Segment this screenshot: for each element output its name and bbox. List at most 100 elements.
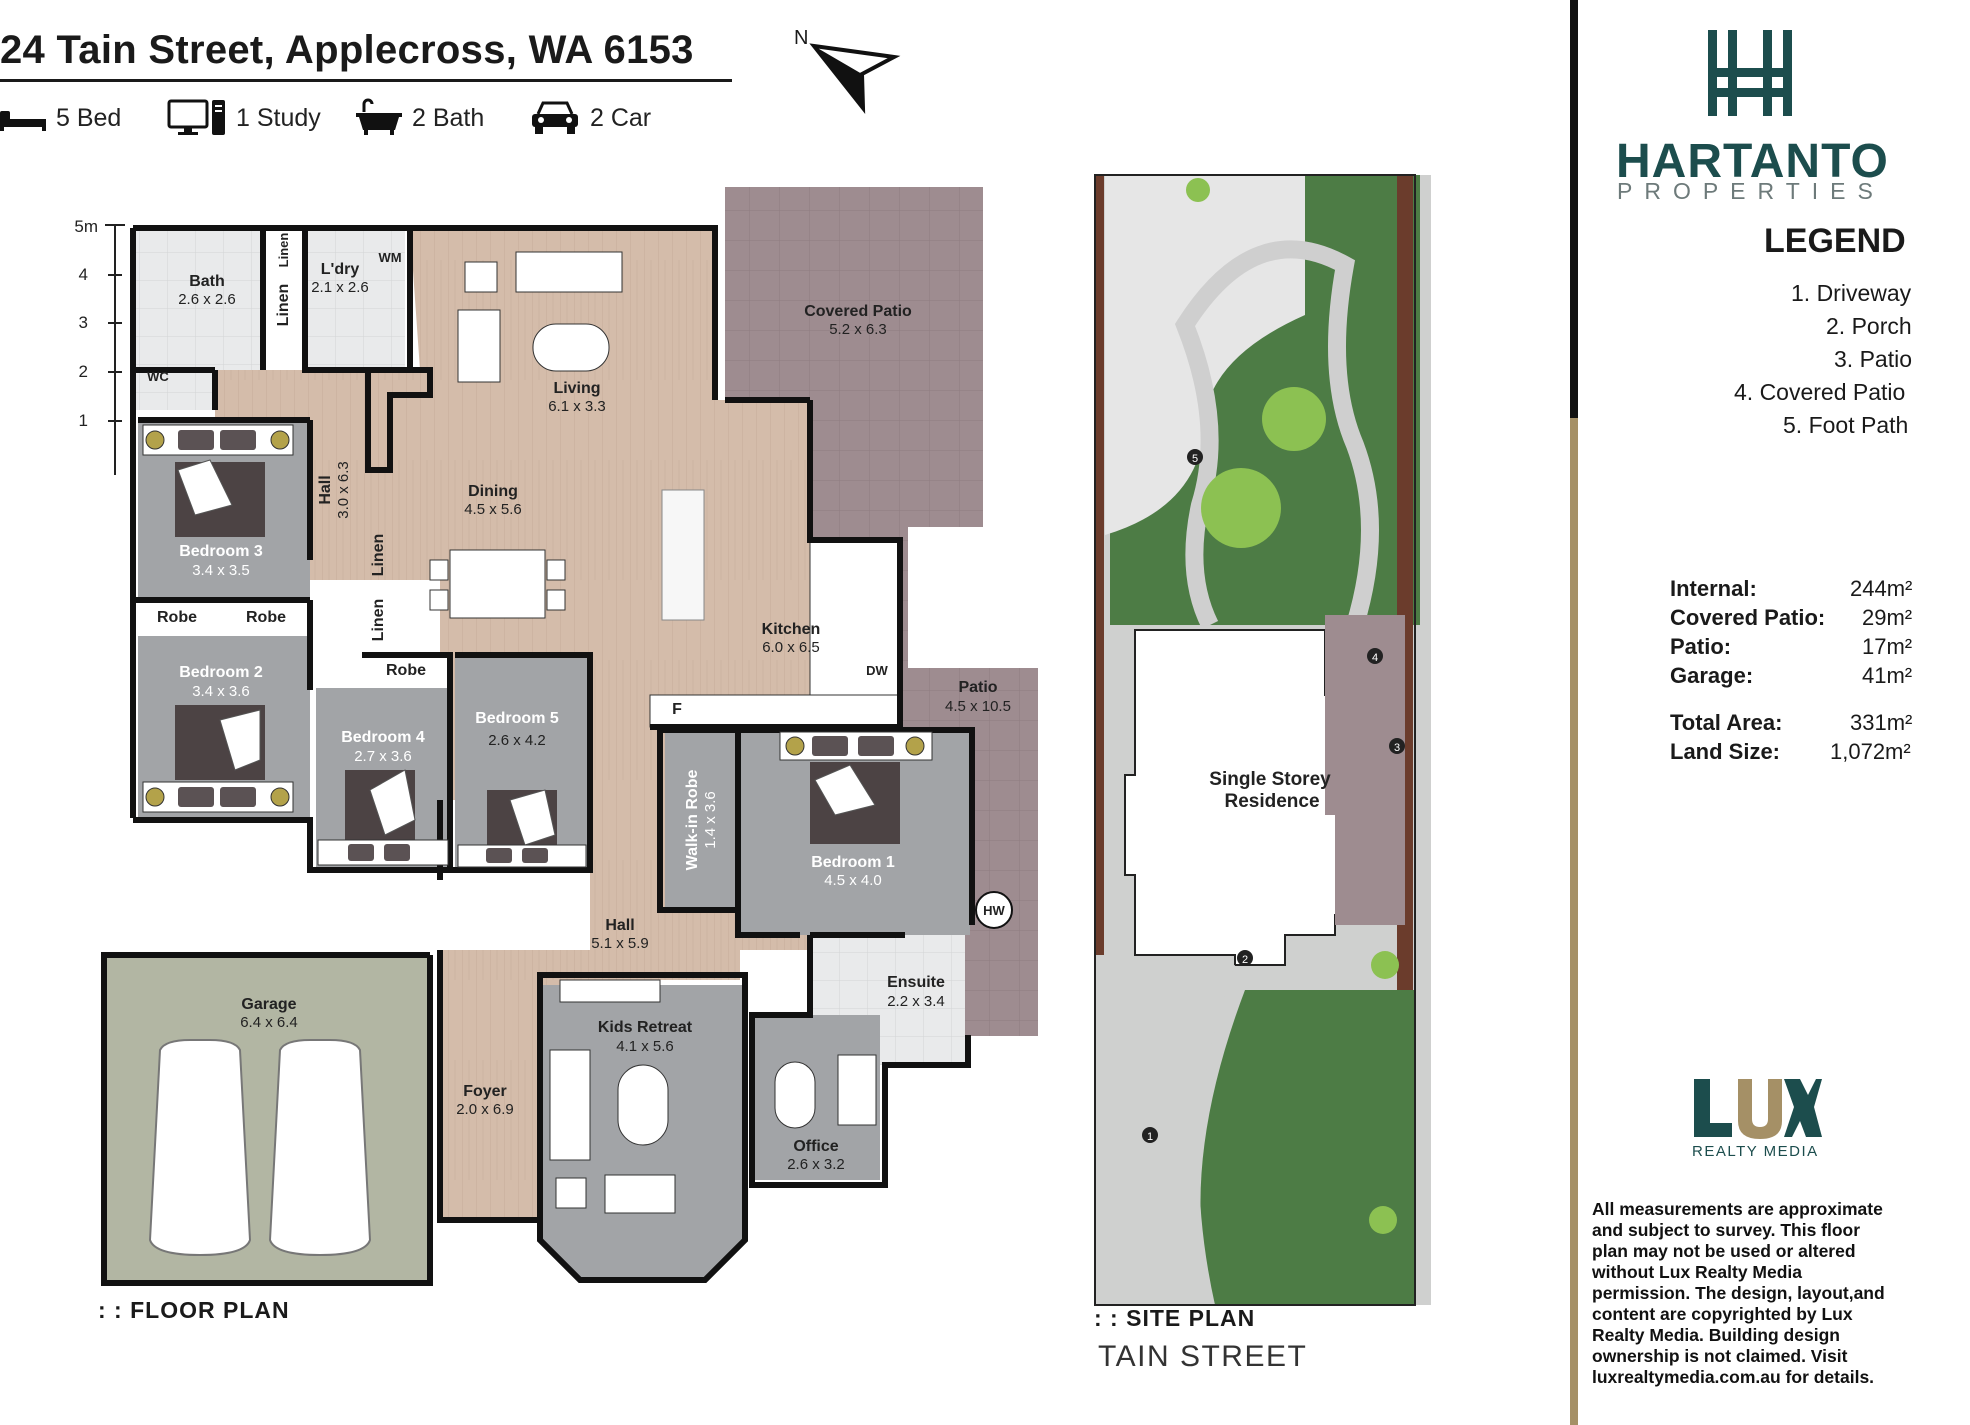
site-street-name: TAIN STREET (1098, 1340, 1308, 1373)
area-key: Covered Patio: (1670, 605, 1826, 630)
feature-car: 2 Car (530, 98, 651, 138)
disclaimer-line: content are copyrighted by Lux (1592, 1304, 1853, 1324)
room-name: Robe (157, 609, 197, 626)
room-dims: 2.2 x 3.4 (887, 993, 945, 1010)
compass-icon (809, 43, 901, 114)
room-name: Garage (241, 996, 296, 1013)
feature-label: 2 Bath (412, 103, 485, 132)
room-dims: 4.5 x 5.6 (464, 501, 522, 518)
room-name: Kids Retreat (598, 1019, 693, 1036)
room-dims: 6.1 x 3.3 (548, 398, 606, 415)
feature-label: 5 Bed (56, 103, 122, 132)
legend-title: LEGEND (1764, 222, 1906, 260)
feature-label: 2 Car (590, 103, 652, 132)
room-name: Robe (246, 609, 286, 626)
feature-label: 1 Study (236, 103, 321, 132)
scale-mark: 1 (79, 411, 88, 430)
address-underline (0, 79, 732, 82)
room-dims: 6.0 x 6.5 (762, 639, 820, 656)
area-key: Total Area: (1670, 710, 1783, 735)
area-value: 41m² (1862, 663, 1913, 688)
room-dims: 2.1 x 2.6 (311, 279, 369, 296)
site-marker: 2 (1242, 954, 1248, 966)
scale-mark: 4 (79, 265, 88, 284)
disclaimer-line: Realty Media. Building design (1592, 1325, 1840, 1345)
room-name: Dining (468, 483, 518, 500)
area-value: 331m² (1850, 710, 1913, 735)
walls (101, 225, 975, 1286)
room-name: Kitchen (762, 621, 821, 638)
feature-bath: 2 Bath (356, 98, 484, 138)
laundry-area (305, 228, 405, 370)
room-name: HW (983, 903, 1005, 918)
legend-item: 4. Covered Patio (1734, 379, 1906, 405)
site-marker: 1 (1147, 1131, 1153, 1143)
room-dims: 4.5 x 10.5 (945, 698, 1011, 715)
lux-subtitle: REALTY MEDIA (1692, 1143, 1819, 1160)
legend-item: 2. Porch (1826, 313, 1912, 339)
legend-item: 3. Patio (1834, 346, 1912, 372)
wir-area (665, 730, 735, 912)
area-key: Land Size: (1670, 739, 1781, 764)
room-name: Linen (370, 599, 387, 642)
area-value: 29m² (1862, 605, 1913, 630)
room-name: WM (378, 250, 401, 265)
room-name: Living (553, 380, 600, 397)
room-dims: 1.4 x 3.6 (702, 791, 719, 849)
car-outlines (148, 1039, 372, 1257)
room-dims: 4.1 x 5.6 (616, 1038, 674, 1055)
area-value: 1,072m² (1830, 739, 1911, 764)
area-row: Patio: 17m² (1670, 634, 1970, 662)
panel-divider (1570, 418, 1578, 1425)
residence-label: Single Storey (1209, 769, 1331, 790)
scale-bar: 5m 4 3 2 1 (74, 217, 125, 475)
room-dims: 2.6 x 3.2 (787, 1156, 845, 1173)
disclaimer-line: luxrealtymedia.com.au for details. (1592, 1367, 1875, 1387)
room-name: Foyer (463, 1083, 507, 1100)
room-name: Walk-in Robe (684, 770, 701, 871)
area-row: Internal: 244m² (1670, 576, 1970, 604)
room-dims: 3.0 x 6.3 (335, 461, 352, 519)
area-value: 244m² (1850, 576, 1913, 601)
room-dims: 5.2 x 6.3 (829, 321, 887, 338)
room-name: Hall (317, 475, 334, 504)
hot-water-unit (975, 891, 1013, 929)
disclaimer-line: All measurements are approximate (1592, 1199, 1883, 1219)
computer-icon (167, 99, 225, 135)
living-floor (310, 228, 900, 1220)
room-name: F (672, 701, 682, 718)
car-icon (532, 101, 578, 134)
area-row: Garage: 41m² (1670, 663, 1970, 691)
floor-plan-caption: : : FLOOR PLAN (98, 1297, 290, 1323)
room-dims: 4.5 x 4.0 (824, 872, 882, 889)
disclaimer-line: permission. The design, layout,and (1592, 1283, 1885, 1303)
disclaimer-line: without Lux Realty Media (1592, 1262, 1803, 1282)
disclaimer-line: and subject to survey. This floor (1592, 1220, 1861, 1240)
room-dims: 2.6 x 2.6 (178, 291, 236, 308)
room-name: Linen (276, 233, 291, 268)
bed-furniture (142, 424, 933, 868)
room-dims: 5.1 x 5.9 (591, 935, 649, 952)
hartanto-logo-icon (1708, 30, 1792, 116)
bath-area (133, 228, 263, 370)
room-name: Bedroom 5 (475, 710, 559, 727)
brand-name: HARTANTO (1616, 135, 1889, 188)
disclaimer-line: plan may not be used or altered (1592, 1241, 1856, 1261)
wc-area (133, 370, 215, 410)
panel-divider (1570, 0, 1578, 418)
area-row: Total Area: 331m² (1670, 710, 1970, 738)
area-row: Land Size: 1,072m² (1670, 739, 1970, 767)
site-plan-caption: : : SITE PLAN (1094, 1305, 1256, 1331)
area-key: Garage: (1670, 663, 1754, 688)
disclaimer-line: ownership is not claimed. Visit (1592, 1346, 1848, 1366)
legend-item: 5. Foot Path (1783, 412, 1909, 438)
room-name: Bath (189, 273, 225, 290)
room-name: Bedroom 2 (179, 664, 263, 681)
area-row: Covered Patio: 29m² (1670, 605, 1970, 633)
brand-subtitle: PROPERTIES (1617, 178, 1885, 204)
bed-icon (0, 111, 46, 131)
site-marker: 5 (1192, 453, 1198, 465)
room-dims: 2.0 x 6.9 (456, 1101, 514, 1118)
room-name: Robe (386, 662, 426, 679)
room-name: WC (147, 369, 169, 384)
